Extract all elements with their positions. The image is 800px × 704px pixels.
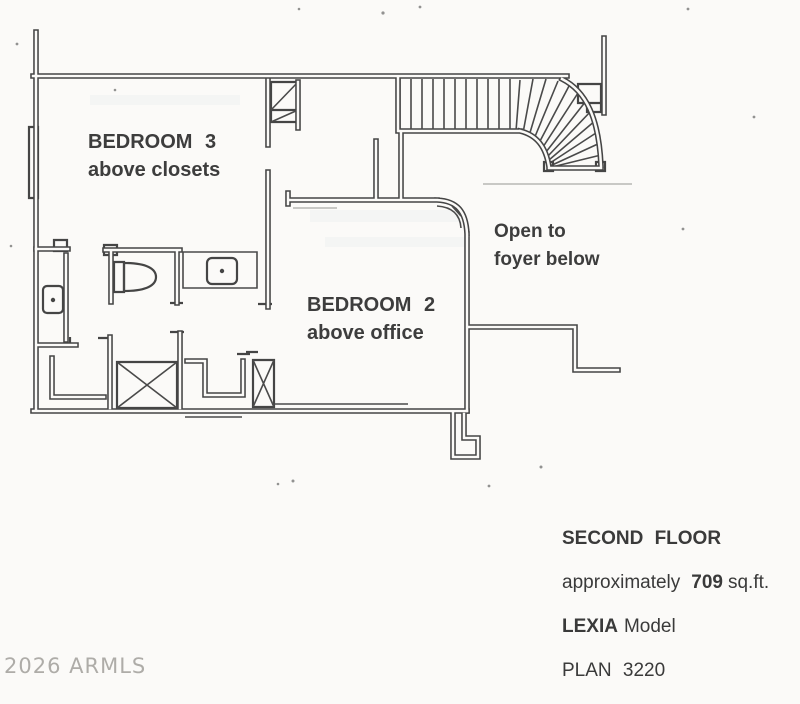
sink-left — [41, 284, 65, 315]
bedroom2-label: BEDROOM 2 above office — [307, 291, 435, 347]
bedroom2-name: BEDROOM 2 — [307, 294, 436, 316]
open-foyer-note: Open to foyer below — [494, 218, 600, 274]
stair-landing — [542, 82, 607, 173]
closet-x-small — [251, 358, 276, 409]
faint-lines — [293, 183, 632, 209]
door-hinge-blocks — [52, 238, 119, 257]
floor-title: SECOND FLOOR — [562, 528, 722, 549]
sink-right — [205, 256, 239, 286]
wall-stubs — [68, 205, 462, 418]
bedroom2-note: above office — [307, 322, 424, 344]
vanity-counter-right — [182, 251, 258, 289]
bedroom3-label: BEDROOM 3 above closets — [88, 128, 220, 184]
area-prefix: approximately — [562, 572, 681, 593]
toilet-fixture — [112, 260, 158, 294]
model-name: LEXIA — [562, 616, 618, 637]
bedroom3-name: BEDROOM 3 — [88, 131, 217, 153]
area-value: 709 — [691, 572, 723, 593]
bedroom3-note: above closets — [88, 159, 221, 181]
open-foyer-line1: Open to — [494, 221, 566, 242]
scan-smudges — [90, 95, 465, 247]
wall-cores — [31, 30, 620, 459]
open-foyer-line2: foyer below — [494, 249, 600, 270]
watermark: 2026 ARMLS — [4, 654, 147, 678]
model-label: Model — [623, 616, 676, 637]
scan-specks — [9, 5, 756, 488]
stair-treads — [399, 78, 602, 168]
plan-number: 3220 — [622, 660, 666, 681]
chase-vent-box — [269, 80, 300, 124]
area-unit: sq.ft. — [727, 572, 770, 593]
plan-label: PLAN — [562, 660, 612, 681]
plan-text: PLAN 3220 — [562, 660, 769, 704]
closet-x-large — [115, 360, 179, 410]
